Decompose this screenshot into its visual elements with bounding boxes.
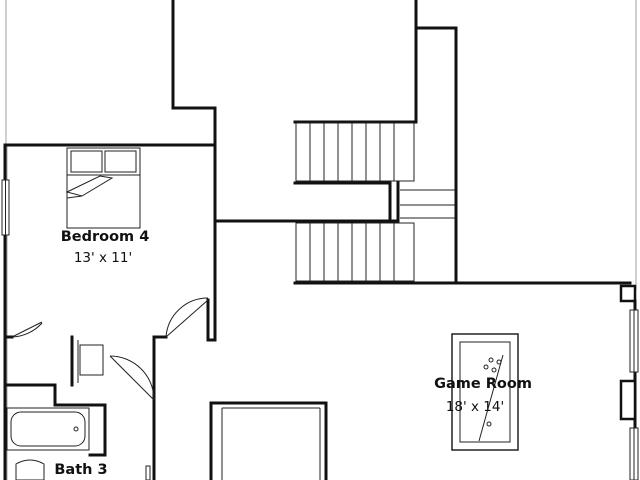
bedroom-4-walls: [3, 143, 217, 480]
game-room-walls: [619, 284, 639, 480]
hall-walls: [215, 120, 632, 285]
room-dimensions: 13' x 11': [74, 250, 132, 266]
bath-3-walls: [3, 321, 156, 480]
label-bedroom-4: Bedroom 4 13' x 11': [61, 229, 150, 266]
label-bath-3: Bath 3: [54, 462, 107, 478]
label-game-room: Game Room 18' x 14': [434, 376, 532, 415]
pool-table: [451, 333, 519, 451]
room-name: Bedroom 4: [61, 229, 150, 245]
bedroom-door: [165, 297, 209, 338]
bed: [65, 147, 141, 229]
center-column: [209, 401, 328, 480]
room-dimensions: 18' x 14': [446, 399, 504, 415]
stairs: [295, 122, 455, 282]
upper-walls: [171, 0, 458, 285]
room-name: Bath 3: [54, 462, 107, 478]
room-name: Game Room: [434, 376, 532, 392]
bedroom-window: [1, 179, 10, 236]
